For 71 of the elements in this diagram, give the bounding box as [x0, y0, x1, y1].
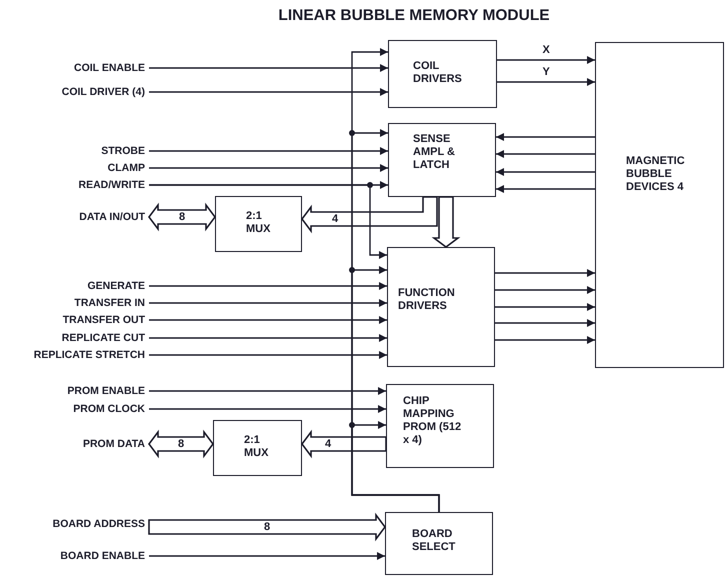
bus-arrow — [301, 196, 438, 234]
device-block — [595, 42, 724, 368]
signal-label: TRANSFER OUT — [62, 313, 145, 327]
signal-label: COIL DRIVER (4) — [62, 85, 145, 99]
signal-arrow — [149, 147, 388, 155]
block-label: 2:1 MUX — [246, 210, 272, 236]
block-box — [388, 123, 496, 197]
edge-label: 4 — [324, 438, 332, 450]
signal-label: READ/WRITE — [78, 178, 145, 192]
signal-arrow — [149, 405, 386, 413]
edge-label: Y — [542, 66, 551, 78]
signal-arrow — [149, 387, 386, 395]
signal-arrow — [149, 282, 387, 290]
signal-arrow — [496, 185, 595, 193]
signal-label: TRANSFER IN — [74, 296, 145, 310]
signal-arrow — [495, 303, 595, 311]
signal-arrow — [497, 56, 595, 64]
block-box — [213, 420, 302, 476]
signal-label: GENERATE — [87, 279, 145, 293]
bus-arrow — [148, 512, 386, 542]
signal-arrow — [495, 269, 595, 277]
signal-arrow — [149, 334, 387, 342]
signal-arrow — [149, 64, 388, 72]
signal-label: DATA IN/OUT — [79, 210, 145, 224]
block-label: SENSE AMPL & LATCH — [413, 133, 456, 172]
signal-arrow — [497, 78, 595, 86]
block-label: FUNCTION DRIVERS — [398, 287, 456, 313]
signal-arrow — [496, 150, 595, 158]
bus-arrow — [148, 202, 216, 232]
bus-arrow — [432, 196, 460, 248]
block-box — [386, 384, 494, 468]
bus-arrow — [148, 430, 214, 458]
signal-arrow — [149, 184, 387, 259]
signal-arrow — [149, 299, 387, 307]
edge-label: X — [542, 44, 551, 56]
signal-label: PROM DATA — [82, 437, 145, 451]
signal-arrow — [496, 168, 595, 176]
signal-label: PROM ENABLE — [67, 384, 145, 398]
block-label: 2:1 MUX — [244, 434, 270, 460]
block-label: BOARD SELECT — [412, 528, 456, 554]
block-box — [388, 40, 497, 108]
block-label: MAGNETIC BUBBLE DEVICES 4 — [626, 155, 686, 194]
block-box — [387, 247, 495, 367]
edge-label: 8 — [178, 211, 186, 223]
signal-label: PROM CLOCK — [73, 402, 145, 416]
signal-label: BOARD ENABLE — [60, 549, 145, 563]
signal-arrow — [149, 88, 388, 96]
edge-label: 8 — [177, 438, 186, 450]
block-box — [215, 196, 302, 252]
signal-arrow — [495, 319, 595, 327]
signal-arrow — [149, 164, 388, 172]
signal-arrow — [351, 421, 440, 512]
block-label: COIL DRIVERS — [413, 60, 463, 86]
block-box — [385, 512, 493, 575]
signal-label: COIL ENABLE — [74, 61, 145, 75]
signal-arrow — [495, 336, 595, 344]
edge-label: 8 — [263, 521, 272, 533]
bus-arrow — [301, 430, 387, 458]
block-label: CHIP MAPPING PROM (512 x 4) — [403, 395, 462, 447]
signal-arrow — [495, 286, 595, 294]
signal-label: REPLICATE CUT — [62, 331, 145, 345]
signal-label: CLAMP — [108, 161, 145, 175]
signal-label: BOARD ADDRESS — [52, 517, 145, 531]
edge-label: 4 — [331, 213, 340, 225]
signal-arrow — [149, 351, 387, 359]
signal-arrow — [149, 552, 385, 560]
diagram-title: LINEAR BUBBLE MEMORY MODULE — [277, 7, 550, 24]
signal-label: STROBE — [101, 144, 145, 158]
signal-arrow — [149, 316, 387, 324]
signal-arrow — [496, 133, 595, 141]
signal-label: REPLICATE STRETCH — [34, 348, 145, 362]
